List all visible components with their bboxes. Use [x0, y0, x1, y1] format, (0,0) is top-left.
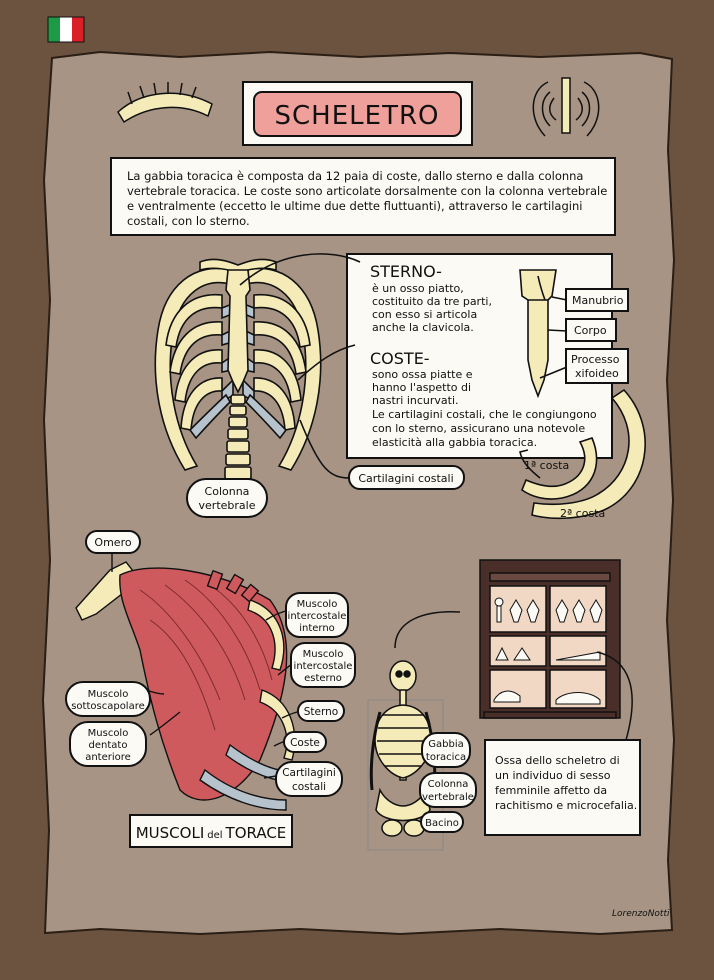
first-rib-label: 1ª costa: [524, 459, 569, 472]
skeleton-cabinet-connector: [394, 611, 461, 649]
muscoli-caption-right: TORACE: [225, 824, 287, 842]
muscle-label-boxes: [65, 530, 356, 797]
manubrio-label: Manubrio: [572, 294, 624, 307]
colonna-label-2: vertebrale: [199, 499, 256, 512]
interno-label-2: intercostale: [288, 611, 347, 622]
dentato-label-2: dentato: [89, 740, 128, 751]
intro-line-4: costali, con lo sterno.: [127, 214, 250, 228]
cartilagini-label: Cartilagini costali: [358, 472, 453, 485]
second-rib-label: 2ª costa: [560, 507, 605, 520]
corpo-label: Corpo: [574, 324, 607, 337]
coste-line-1: sono ossa piatte e: [372, 368, 473, 381]
muscoli-caption-box: [129, 814, 293, 848]
title-banner: [242, 81, 473, 146]
intro-line-3: e ventralmente (eccetto le ultime due de…: [127, 199, 582, 213]
cabinet-note-connector: [596, 651, 633, 741]
interno-label-1: Muscolo: [297, 599, 338, 610]
page-title: SCHELETRO: [275, 101, 440, 131]
muscle-illustration: [75, 561, 296, 811]
rib-bones-illustration: [519, 388, 646, 520]
specimen-cabinet-illustration: [479, 559, 621, 719]
small-ribcage-icon: [532, 77, 600, 137]
coste-line-5: con lo sterno, assicurano una notevole: [372, 422, 585, 435]
colonna-label-box: [186, 478, 268, 518]
specimen-note-line-1: Ossa dello scheletro di: [495, 754, 620, 767]
specimen-note-line-3: femminile affetto da: [495, 784, 607, 797]
skeleton-illustration: [367, 660, 444, 851]
dentato-label-1: Muscolo: [88, 728, 129, 739]
muscle-sterno-label: Sterno: [304, 706, 338, 718]
coste-line-6: elasticità alla gabbia toracica.: [372, 436, 537, 449]
coste-line-3: nastri incurvati.: [372, 394, 459, 407]
skeleton-colonna-label-2: vertebrale: [422, 792, 474, 803]
sterno-line-1: è un osso piatto,: [372, 282, 464, 295]
sottoscapolare-label-1: Muscolo: [88, 689, 129, 700]
gabbia-label-2: toracica: [426, 752, 466, 763]
processo-label-2: xifoideo: [575, 367, 619, 380]
sterno-heading: STERNO-: [370, 262, 442, 281]
italian-flag-icon: [47, 16, 85, 43]
ribcage-leader-lines: [236, 253, 361, 488]
sternum-detail-illustration: [519, 269, 568, 399]
skeleton-colonna-label-1: Colonna: [428, 779, 469, 790]
artist-signature: LorenzoNotti: [612, 909, 670, 919]
rib-fragment-icon: [117, 82, 213, 124]
intro-line-1: La gabbia toracica è composta da 12 paia…: [127, 169, 583, 183]
coste-line-2: hanno l'aspetto di: [372, 381, 471, 394]
specimen-note-line-2: un individuo di sesso: [495, 769, 611, 782]
sterno-line-2: costituito da tre parti,: [372, 295, 492, 308]
processo-label-1: Processo: [571, 353, 620, 366]
muscoli-caption-left: MUSCOLI: [136, 824, 205, 842]
colonna-label-1: Colonna: [205, 485, 250, 498]
gabbia-label-1: Gabbia: [428, 739, 463, 750]
interno-label-3: interno: [299, 623, 335, 634]
muscle-cartilagini-label-2: costali: [292, 781, 326, 793]
muscoli-caption-mid: del: [207, 830, 222, 841]
esterno-label-1: Muscolo: [303, 649, 344, 660]
coste-line-4: Le cartilagini costali, che le congiungo…: [372, 408, 597, 421]
muscle-cartilagini-label-1: Cartilagini: [282, 767, 336, 779]
esterno-label-3: esterno: [304, 673, 342, 684]
esterno-label-2: intercostale: [294, 661, 353, 672]
bacino-label: Bacino: [425, 818, 459, 829]
skeleton-label-boxes: [419, 732, 477, 833]
sterno-line-4: anche la clavicola.: [372, 321, 474, 334]
intro-box: [110, 157, 616, 236]
specimen-note-box: [484, 739, 641, 836]
cartilagini-label-box: [348, 465, 465, 490]
ribcage-illustration: [154, 258, 322, 480]
sottoscapolare-label-2: sottoscapolare: [71, 701, 145, 712]
sternum-label-boxes: [565, 288, 629, 384]
muscle-coste-label: Coste: [290, 737, 320, 749]
omero-label: Omero: [94, 536, 131, 549]
specimen-note-line-4: rachitismo e microcefalia.: [495, 799, 637, 812]
dentato-label-3: anteriore: [85, 752, 131, 763]
sterno-line-3: con esso si articola: [372, 308, 477, 321]
intro-line-2: vertebrale toracica. Le coste sono artic…: [127, 184, 607, 198]
coste-heading: COSTE-: [370, 349, 430, 368]
